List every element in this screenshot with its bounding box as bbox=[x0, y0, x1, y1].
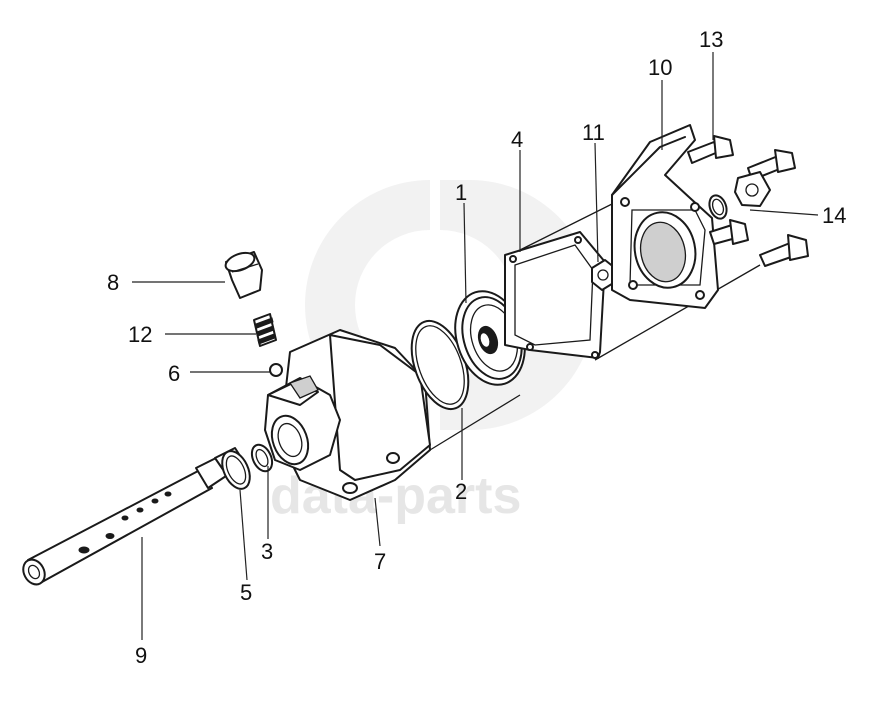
callout-13: 13 bbox=[699, 27, 723, 52]
callout-8: 8 bbox=[107, 270, 119, 295]
callout-10: 10 bbox=[648, 55, 672, 80]
callout-11: 11 bbox=[582, 120, 605, 145]
bolt-part-13c bbox=[759, 234, 809, 267]
callout-9: 9 bbox=[135, 643, 147, 668]
callout-7: 7 bbox=[374, 549, 386, 574]
callout-1: 1 bbox=[455, 180, 467, 205]
leader-lines bbox=[132, 52, 819, 640]
bracket-part-10 bbox=[611, 124, 719, 309]
shaft-part-9 bbox=[22, 447, 245, 586]
spring-part-12 bbox=[253, 313, 277, 347]
callout-12: 12 bbox=[128, 322, 152, 347]
o-ring-part-5 bbox=[221, 450, 251, 490]
gasket-part-4 bbox=[504, 231, 606, 359]
callout-14: 14 bbox=[822, 203, 846, 228]
ball-part-6 bbox=[269, 363, 283, 377]
housing-part-7 bbox=[264, 329, 431, 501]
callout-3: 3 bbox=[261, 539, 273, 564]
callout-4: 4 bbox=[511, 127, 523, 152]
callout-labels: 1 2 3 4 5 6 7 8 9 10 11 12 13 14 bbox=[107, 27, 846, 668]
bolt-part-13 bbox=[687, 135, 734, 164]
fitting-part-14 bbox=[708, 171, 771, 220]
callout-6: 6 bbox=[168, 361, 180, 386]
callout-2: 2 bbox=[455, 479, 467, 504]
callout-5: 5 bbox=[240, 580, 252, 605]
plug-part-8 bbox=[224, 251, 263, 299]
bolt-part-13b bbox=[709, 219, 749, 245]
